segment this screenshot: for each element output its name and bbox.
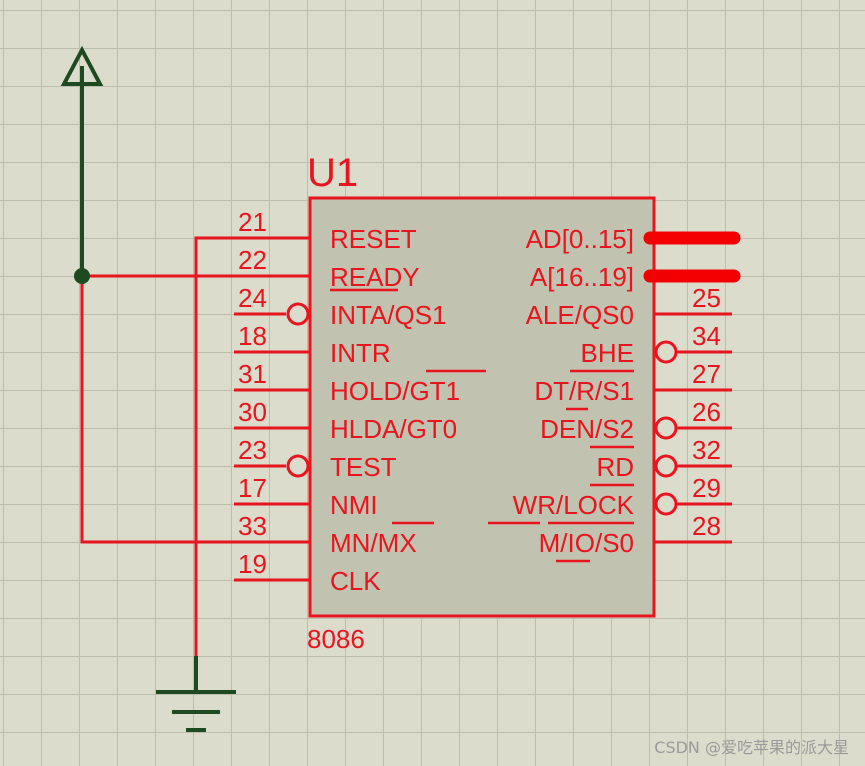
ground-icon[interactable] bbox=[156, 656, 236, 732]
pin-ad-0-15[interactable]: AD[0..15] bbox=[526, 224, 741, 254]
pin-label: INTR bbox=[330, 338, 391, 368]
right-pins: AD[0..15]A[16..19]25ALE/QS034BHE27DT/R/S… bbox=[513, 224, 741, 558]
pin-label: MN/MX bbox=[330, 528, 417, 558]
inversion-bubble bbox=[654, 454, 678, 478]
pin-label: DEN/S2 bbox=[540, 414, 634, 444]
pin-number: 17 bbox=[238, 473, 267, 503]
pin-number: 30 bbox=[238, 397, 267, 427]
component-ref: U1 bbox=[307, 151, 358, 195]
pin-m-io-s0[interactable]: 28M/IO/S0 bbox=[539, 511, 732, 558]
overbars bbox=[392, 369, 634, 563]
pin-label: ALE/QS0 bbox=[526, 300, 634, 330]
left-pins: 21RESET22READY24INTA/QS118INTR31HOLD/GT1… bbox=[234, 207, 460, 596]
pin-label: M/IO/S0 bbox=[539, 528, 634, 558]
pin-label: TEST bbox=[330, 452, 397, 482]
pin-label: RD bbox=[596, 452, 634, 482]
wires bbox=[80, 236, 310, 656]
pin-number: 26 bbox=[692, 397, 721, 427]
inversion-bubble bbox=[286, 454, 310, 478]
pin-number: 18 bbox=[238, 321, 267, 351]
pin-number: 21 bbox=[238, 207, 267, 237]
pin-number: 19 bbox=[238, 549, 267, 579]
pin-label: AD[0..15] bbox=[526, 224, 634, 254]
chip-body[interactable] bbox=[308, 196, 656, 618]
pin-number: 29 bbox=[692, 473, 721, 503]
inversion-bubble bbox=[286, 302, 310, 326]
pin-number: 27 bbox=[692, 359, 721, 389]
watermark: CSDN @爱吃苹果的派大星 bbox=[654, 738, 849, 757]
pin-number: 22 bbox=[238, 245, 267, 275]
inversion-bubble bbox=[654, 340, 678, 364]
pin-number: 28 bbox=[692, 511, 721, 541]
pin-label: DT/R/S1 bbox=[534, 376, 634, 406]
component-part: 8086 bbox=[307, 624, 365, 654]
pin-number: 25 bbox=[692, 283, 721, 313]
pin-number: 24 bbox=[238, 283, 267, 313]
pin-label: BHE bbox=[581, 338, 634, 368]
pin-number: 34 bbox=[692, 321, 721, 351]
pin-label: HOLD/GT1 bbox=[330, 376, 460, 406]
pin-a-16-19[interactable]: A[16..19] bbox=[530, 262, 741, 292]
pin-label: INTA/QS1 bbox=[330, 300, 447, 330]
pin-label: WR/LOCK bbox=[513, 490, 635, 520]
inversion-bubble bbox=[654, 492, 678, 516]
pin-number: 23 bbox=[238, 435, 267, 465]
pin-label: A[16..19] bbox=[530, 262, 634, 292]
pin-number: 33 bbox=[238, 511, 267, 541]
pin-label: CLK bbox=[330, 566, 381, 596]
inversion-bubble bbox=[654, 416, 678, 440]
pin-number: 32 bbox=[692, 435, 721, 465]
pin-label: RESET bbox=[330, 224, 417, 254]
pin-label: NMI bbox=[330, 490, 378, 520]
pin-label: READY bbox=[330, 262, 420, 292]
pin-label: HLDA/GT0 bbox=[330, 414, 457, 444]
pin-number: 31 bbox=[238, 359, 267, 389]
power-terminal-icon[interactable] bbox=[60, 45, 104, 276]
wire-junction bbox=[74, 268, 90, 284]
